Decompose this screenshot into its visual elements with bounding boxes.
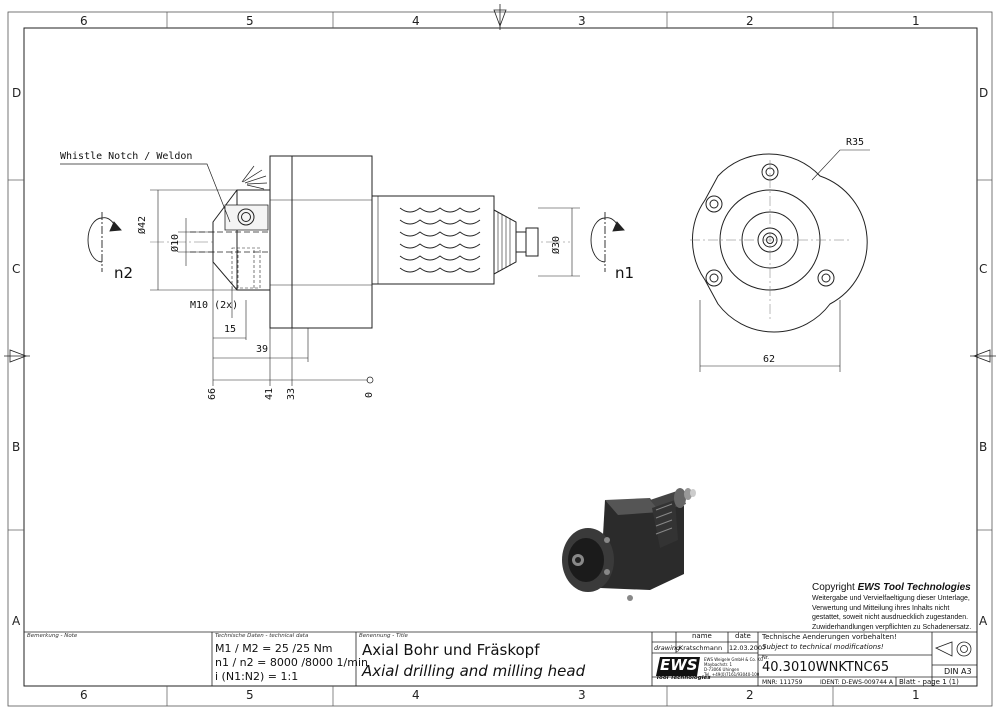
dim-diameter-42: Ø42	[137, 215, 148, 234]
zone-col-bottom-4: 4	[412, 688, 420, 702]
tech-data-label: Technische Daten - technical data	[215, 633, 309, 639]
tech-line-torque: M1 / M2 = 25 /25 Nm	[215, 642, 333, 655]
col-name: name	[692, 632, 712, 640]
zone-row-left-c: C	[12, 262, 21, 276]
front-dimensions	[699, 149, 870, 372]
number-label: Nr.	[762, 655, 769, 661]
dim-15: 15	[224, 324, 237, 335]
title-german: Axial Bohr und Fräskopf	[362, 641, 540, 659]
format-din-a3: DIN A3	[944, 667, 972, 676]
change-note-german: Technische Aenderungen vorbehalten!	[762, 633, 897, 641]
dim-0: 0	[364, 391, 375, 398]
drawing-date: 12.03.2007	[729, 644, 767, 652]
front-view	[690, 153, 868, 333]
dim-66: 66	[207, 387, 218, 400]
logo-text: EWS	[660, 656, 698, 674]
zone-row-right-a: A	[979, 614, 988, 628]
zone-col-top-1: 1	[912, 14, 920, 28]
sheet-page: Blatt - page 1 (1)	[899, 678, 959, 686]
zone-row-left-b: B	[12, 440, 21, 454]
copyright-line-2: Weitergabe und Vervielfaeltigung dieser …	[812, 595, 970, 602]
zone-col-top-4: 4	[412, 14, 420, 28]
zone-col-bottom-3: 3	[578, 688, 586, 702]
logo-subtitle: Tool Technologies	[656, 675, 711, 681]
note-label: Bemerkung - Note	[27, 633, 78, 639]
company-name: EWS Weigele GmbH & Co. KG	[704, 657, 764, 662]
change-note-english: Subject to technical modifications!	[762, 643, 884, 651]
zone-col-bottom-1: 1	[912, 688, 920, 702]
zone-col-bottom-2: 2	[746, 688, 754, 702]
copyright-line-4: gestattet, soweit nicht ausdruecklich zu…	[812, 614, 969, 621]
label-n2: n2	[114, 264, 134, 282]
title-english: Axial drilling and milling head	[362, 662, 586, 680]
projection-symbol-icon	[935, 641, 972, 657]
zone-row-right-b: B	[979, 440, 988, 454]
copyright-brand: EWS Tool Technologies	[857, 582, 971, 593]
row-drawing: drawing	[654, 644, 681, 652]
zone-col-top-2: 2	[746, 14, 754, 28]
zone-col-top-3: 3	[578, 14, 586, 28]
zone-col-top-6: 6	[80, 14, 88, 28]
zone-row-left-d: D	[12, 86, 22, 100]
dim-39: 39	[256, 344, 269, 355]
title-block-grid	[24, 631, 977, 686]
dim-diameter-30: Ø30	[551, 235, 562, 254]
zone-row-left-a: A	[12, 614, 21, 628]
dim-62: 62	[763, 354, 776, 365]
tech-line-ratio: i (N1:N2) = 1:1	[215, 670, 299, 683]
ews-logo	[656, 657, 700, 676]
copyright-line-5: Zuwiderhandlungen verpflichten zu Schade…	[812, 623, 972, 631]
company-phone: Tel. +49(0)7161/93040-100	[704, 672, 760, 677]
zone-col-bottom-6: 6	[80, 688, 88, 702]
dim-diameter-10: Ø10	[170, 233, 181, 252]
copyright-line-3: Verwertung und Mitteilung ihres Inhalts …	[812, 604, 950, 612]
rotation-symbols	[87, 212, 625, 272]
dim-41: 41	[264, 387, 275, 400]
title-label: Benennung - Title	[359, 633, 408, 639]
drawing-name: Kratschmann	[679, 644, 723, 652]
copyright-prefix: Copyright	[812, 582, 858, 593]
side-view	[60, 155, 570, 329]
part-number: 40.3010WNKTNC65	[762, 660, 890, 675]
company-city: D-73066 Uhingen	[704, 667, 740, 672]
mnr: MNR: 111759	[762, 679, 803, 686]
col-date: date	[735, 632, 751, 640]
zone-row-right-d: D	[979, 86, 989, 100]
copyright-notice: Copyright EWS Tool Technologies Weiterga…	[812, 582, 992, 632]
dim-33: 33	[286, 387, 297, 400]
side-dimensions	[150, 189, 580, 386]
ident: IDENT: D-EWS-009744 A	[820, 679, 894, 686]
zone-col-top-5: 5	[246, 14, 254, 28]
product-render	[562, 488, 696, 601]
company-street: Maybachstr. 1	[704, 662, 733, 667]
zone-col-bottom-5: 5	[246, 688, 254, 702]
zone-row-right-c: C	[979, 262, 988, 276]
centering-marks	[4, 4, 996, 363]
label-n1: n1	[615, 264, 635, 282]
tech-line-speed: n1 / n2 = 8000 /8000 1/min	[215, 656, 368, 669]
dim-m10: M10 (2x)	[190, 300, 239, 311]
callout-whistle-notch: Whistle Notch / Weldon	[60, 151, 193, 162]
dim-radius-35: R35	[846, 137, 865, 148]
